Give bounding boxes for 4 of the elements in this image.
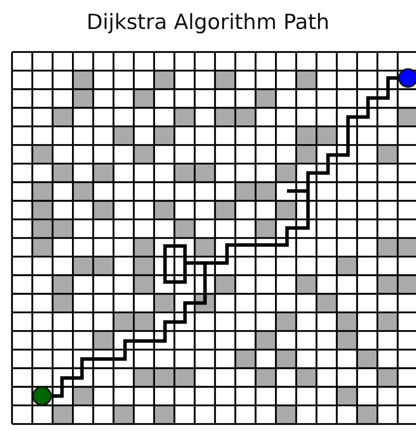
start-marker bbox=[32, 386, 52, 406]
end-marker bbox=[398, 68, 416, 88]
chart-title: Dijkstra Algorithm Path bbox=[85, 10, 330, 34]
path-line bbox=[52, 76, 398, 398]
